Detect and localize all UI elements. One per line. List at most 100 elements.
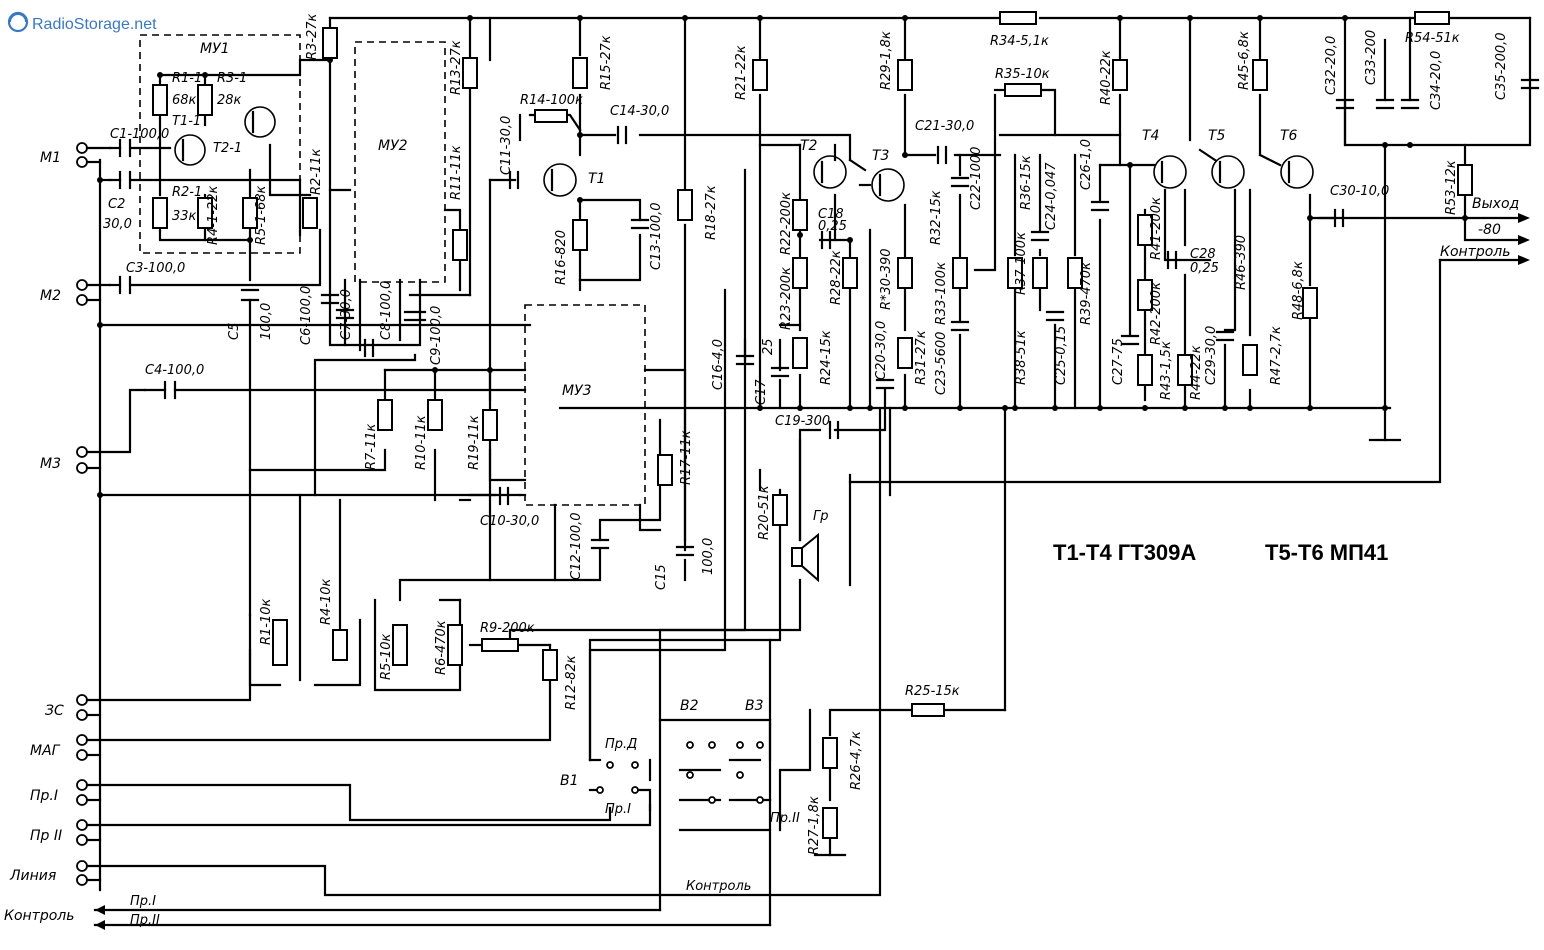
resistors (152, 11, 1473, 839)
label-t1-1: T1-1 (172, 114, 201, 129)
label-r4-1: R4-1-22к (206, 186, 221, 245)
label-zs: ЗС (45, 703, 64, 719)
resistor-r28 (842, 257, 858, 289)
resistor-r7 (377, 399, 393, 431)
cap-c29 (1215, 330, 1235, 342)
watermark-text: RadioStorage.net (32, 16, 157, 33)
label-r45: R45-6,8к (1237, 31, 1252, 90)
jack-line[interactable] (76, 408, 882, 897)
resistor-r9 (481, 638, 519, 652)
label-r27: R27-1,8к (807, 796, 822, 855)
label-t1: T1 (588, 171, 605, 187)
label-r4: R4-10к (319, 578, 334, 625)
label-pr1: Пр.I (30, 788, 58, 804)
label-c21: С21-30,0 (915, 119, 974, 134)
cap-c2 (118, 170, 132, 190)
resistor-r27 (822, 807, 838, 839)
resistor-r47 (1242, 344, 1258, 376)
label-c2-value: 30,0 (103, 217, 132, 232)
output-arrows: Выход -80 Контроль (1440, 196, 1530, 265)
label-out: Выход (1472, 196, 1519, 212)
transistor-t4 (1153, 155, 1187, 189)
pot-r5[interactable] (392, 624, 408, 666)
jack-m1[interactable] (76, 142, 112, 168)
label-r15: R15-27к (599, 35, 614, 90)
label-spk: Гр (813, 509, 829, 524)
cap-c26 (1090, 200, 1110, 212)
stage-t4-t6 (778, 16, 1467, 857)
label-c5: С5 (227, 323, 242, 340)
cap-c12 (590, 538, 610, 550)
label-t2: T2 (800, 138, 818, 154)
jack-m2[interactable] (76, 279, 112, 306)
label-r11: R11-11к (449, 145, 464, 200)
jack-zs[interactable] (76, 613, 252, 721)
label-r31: R31-27к (914, 330, 929, 385)
label-c6: С6-100,0 (299, 286, 314, 345)
resistor-r29 (897, 59, 913, 91)
label-c32: С32-20,0 (1324, 36, 1339, 95)
cap-c15 (675, 545, 695, 557)
label-r53: R53-12к (1444, 160, 1459, 215)
label-c11: С11-30,0 (499, 116, 514, 175)
resistor-r2-1 (152, 197, 168, 229)
label-r18: R18-27к (704, 185, 719, 240)
resistor-r5-1 (242, 197, 258, 229)
label-prii-bottom: Пр.II (130, 913, 160, 928)
cap-c21 (936, 145, 948, 165)
label-c29: С29-30,0 (1204, 326, 1219, 385)
resistor-r23 (792, 257, 808, 289)
jack-pr1[interactable] (76, 779, 612, 822)
resistor-r34 (999, 11, 1037, 25)
cap-c4 (143, 380, 527, 400)
label-r3: R3-27к (305, 13, 320, 60)
label-c20: С20-30,0 (874, 321, 889, 380)
jack-mag[interactable] (76, 678, 552, 761)
resistor-r3-1 (197, 84, 213, 116)
label-c25: С25-0,15 (1054, 326, 1069, 385)
label-r36: R36-15к (1019, 155, 1034, 210)
resistor-r41 (1137, 214, 1153, 246)
label-r13: R13-27к (449, 40, 464, 95)
input-jacks: М1 М2 М3 ЗС МАГ Пр.I Пр II Линия Контрол… (4, 142, 882, 930)
label-t4: T4 (1142, 128, 1159, 144)
label-c34: С34-20,0 (1429, 51, 1444, 110)
cap-c14 (616, 125, 628, 145)
junctions (97, 15, 1468, 498)
label-r32: R32-15к (929, 190, 944, 245)
resistor-r36 (1032, 257, 1048, 289)
label-c1: С1-100,0 (110, 127, 169, 142)
cap-c34 (1400, 98, 1420, 110)
jack-m3[interactable] (76, 388, 147, 474)
pot-r1[interactable] (272, 619, 288, 666)
mu2-label: МУ2 (378, 138, 408, 154)
label-r38: R38-51к (1014, 330, 1029, 385)
resistor-r16 (572, 219, 588, 251)
cap-c1 (118, 138, 132, 158)
mu3-label: МУ3 (562, 383, 592, 399)
cap-c18 (820, 230, 832, 250)
transistor-t6 (1280, 155, 1314, 189)
cap-c27 (1120, 334, 1140, 346)
label-c2: С2 (108, 197, 125, 212)
jack-pr2[interactable] (76, 803, 652, 846)
label-r19: R19-11к (467, 415, 482, 470)
cap-c6 (320, 293, 340, 305)
label-r3-1-value: 28к (217, 93, 242, 108)
label-r29: R29-1,8к (879, 31, 894, 90)
label-c19: С19-300 (775, 414, 830, 429)
resistor-r21 (752, 59, 768, 91)
label-t3: T3 (872, 148, 889, 164)
cap-c23 (950, 320, 970, 332)
label-m1: М1 (40, 150, 61, 166)
pot-r4[interactable] (332, 629, 348, 661)
label-c26: С26-1,0 (1079, 139, 1094, 190)
label-c22: С22-1000 (969, 147, 984, 210)
pot-r6[interactable] (447, 624, 463, 666)
label-control-sw: Контроль (686, 879, 751, 894)
cap-c24 (1030, 230, 1050, 242)
label-r17: R17-11к (679, 430, 694, 485)
cap-c17 (770, 366, 790, 378)
cap-c28 (1166, 250, 1178, 270)
